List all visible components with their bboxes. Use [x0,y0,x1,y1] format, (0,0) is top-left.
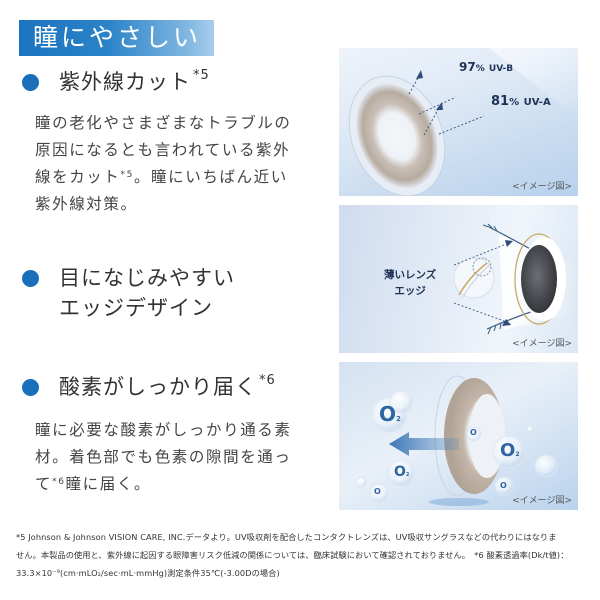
thin-lens-edge-label: 薄いレンズ エッジ [384,269,437,297]
feature-heading-text: 紫外線カット*5 [59,68,210,94]
image-caption: <イメージ図> [512,496,572,506]
uva-label: 81% UV-A [491,94,551,109]
section-title-banner: 瞳にやさしい [19,20,214,56]
oxygen-illustration: O2 O2 O2 O O O <イメージ図> [339,362,578,510]
oxygen-molecule-icon: O2 [379,402,401,426]
footnote-line: 33.3×10⁻⁹(cm·mLO₂/sec·mL·mmHg)測定条件35℃(-3… [16,568,280,578]
bullet-icon [22,379,39,396]
image-caption: <イメージ図> [512,339,572,349]
feature-heading-text: 酸素がしっかり届く*6 [59,373,276,399]
uv-lens-graphic [348,48,578,196]
feature-heading-uv-cut: 紫外線カット*5 [22,67,210,97]
oxygen-molecule-icon: O2 [394,464,410,480]
footnotes: *5 Johnson & Johnson VISION CARE, INC.デー… [16,528,588,582]
bullet-icon [22,270,39,287]
feature-heading-edge-design: 目になじみやすい エッジデザイン [22,263,235,323]
oxygen-molecule-icon: O [374,487,381,496]
eye-edge-graphic [453,223,578,335]
image-caption: <イメージ図> [512,182,572,192]
feature-heading-text: 目になじみやすい エッジデザイン [59,266,235,320]
feature-heading-oxygen: 酸素がしっかり届く*6 [22,372,276,402]
footnote-line: せん。本製品の使用と、紫外線に起因する眼障害リスク低減の関係については、臨床試験… [16,550,569,560]
oxygen-molecule-icon: O [470,428,477,437]
feature-body-uv-cut: 瞳の老化やさまざまなトラブルの 原因になるとも言われている紫外 線をカット*5。… [35,114,292,213]
edge-design-illustration: 薄いレンズ エッジ <イメージ図> [339,205,578,353]
oxygen-molecule-icon: O2 [500,440,520,461]
feature-body-oxygen: 瞳に必要な酸素がしっかり通る素 材。着色部でも色素の隙間を通っ て*6瞳に届く。 [35,421,292,493]
uvb-label: 97% UV-B [459,60,514,74]
oxygen-molecule-icon: O [500,481,507,490]
oxygen-lens-graphic [355,375,558,506]
footnote-line: *5 Johnson & Johnson VISION CARE, INC.デー… [16,532,557,542]
bullet-icon [22,74,39,91]
uv-cut-illustration: 97% UV-B 81% UV-A <イメージ図> [339,48,578,196]
